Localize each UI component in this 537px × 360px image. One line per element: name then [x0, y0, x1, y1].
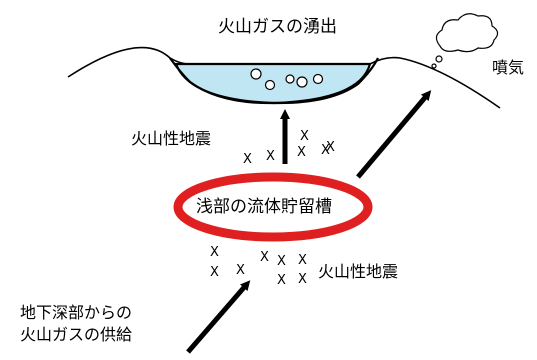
label-reservoir: 浅部の流体貯留槽	[196, 197, 332, 217]
quake-mark: X	[266, 149, 275, 164]
arrow-deep-supply	[186, 280, 251, 354]
quake-mark: X	[243, 152, 252, 167]
arrow-to-fumarole	[356, 90, 432, 179]
fumarole-cloud	[431, 13, 499, 69]
quake-mark: X	[298, 272, 307, 287]
label-volcanic-quake-upper: 火山性地震	[131, 129, 211, 148]
quake-mark: X	[300, 129, 309, 144]
quake-mark: X	[210, 245, 219, 260]
quake-mark: X	[321, 143, 330, 158]
label-volcanic-quake-lower: 火山性地震	[318, 262, 398, 281]
quake-mark: X	[210, 265, 219, 280]
quake-marks-upper: X X X X X X	[243, 129, 335, 167]
gas-bubbles	[250, 68, 324, 91]
crater-rim	[169, 57, 379, 105]
label-deep-supply-line1: 地下深部からの	[20, 303, 132, 322]
quake-mark: X	[236, 263, 245, 278]
quake-mark: X	[260, 250, 269, 265]
quake-mark: X	[297, 145, 306, 160]
quake-mark: X	[277, 254, 286, 269]
quake-mark: X	[277, 273, 286, 288]
label-gas-emission: 火山ガスの湧出	[218, 17, 337, 37]
reservoir-ring	[173, 172, 373, 242]
quake-marks-lower: X X X X X X X X	[210, 245, 307, 288]
quake-mark: X	[298, 253, 307, 268]
label-fumarole: 噴気	[492, 58, 524, 77]
quake-mark: X	[326, 140, 335, 155]
label-deep-supply-line2: 火山ガスの供給	[20, 325, 132, 344]
